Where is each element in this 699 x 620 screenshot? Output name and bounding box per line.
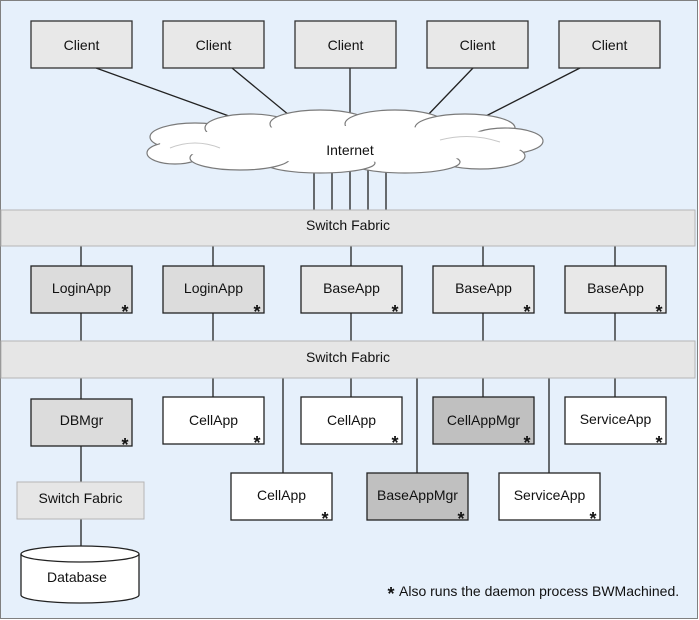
baseappmgr-box: BaseAppMgr * [366, 472, 469, 529]
daemon-marker: * [121, 435, 128, 455]
client-box: Client [294, 20, 397, 69]
client-label: Client [592, 37, 628, 53]
footnote-text: Also runs the daemon process BWMachined. [399, 583, 679, 599]
client-label: Client [196, 37, 232, 53]
baseapp-box: BaseApp * [300, 265, 403, 322]
daemon-marker: * [391, 433, 398, 453]
footnote-marker: * [387, 584, 394, 604]
daemon-marker: * [655, 302, 662, 322]
baseapp-label: BaseApp [323, 280, 380, 296]
baseapp-label: BaseApp [455, 280, 512, 296]
daemon-marker: * [589, 509, 596, 529]
cellapp-label: CellApp [257, 487, 306, 503]
cellapp-box: CellApp * [162, 396, 265, 453]
cellapp-box: CellApp * [230, 472, 333, 529]
client-row: Client Client Client Client Client [30, 20, 661, 69]
client-box: Client [558, 20, 661, 69]
loginapp-label: LoginApp [184, 280, 243, 296]
client-box: Client [30, 20, 133, 69]
cellapp-box: CellApp * [300, 396, 403, 453]
client-label: Client [64, 37, 100, 53]
serviceapp-label: ServiceApp [580, 411, 652, 427]
daemon-marker: * [391, 302, 398, 322]
daemon-marker: * [523, 302, 530, 322]
dbmgr-box: DBMgr * [30, 398, 133, 455]
daemon-marker: * [523, 433, 530, 453]
client-label: Client [460, 37, 496, 53]
serviceapp-label: ServiceApp [514, 487, 586, 503]
internet-cloud: Internet [146, 109, 544, 174]
cellappmgr-label: CellAppMgr [447, 412, 520, 428]
cellappmgr-box: CellAppMgr * [432, 396, 535, 453]
baseapp-box: BaseApp * [564, 265, 667, 322]
daemon-marker: * [253, 433, 260, 453]
loginapp-box: LoginApp * [30, 265, 133, 322]
internet-label: Internet [326, 142, 374, 158]
daemon-marker: * [321, 509, 328, 529]
cellapp-label: CellApp [327, 412, 376, 428]
switch-fabric-middle: Switch Fabric [0, 340, 696, 379]
switch-fabric-top: Switch Fabric [0, 209, 696, 247]
serviceapp-box: ServiceApp * [564, 396, 667, 453]
daemon-marker: * [121, 302, 128, 322]
baseapp-box: BaseApp * [432, 265, 535, 322]
loginapp-label: LoginApp [52, 280, 111, 296]
dbmgr-label: DBMgr [60, 412, 104, 428]
switch-fabric-middle-label: Switch Fabric [306, 349, 390, 365]
daemon-marker: * [253, 302, 260, 322]
daemon-marker: * [655, 433, 662, 453]
app-row-2-lower: CellApp * BaseAppMgr * ServiceApp * [230, 472, 601, 529]
client-box: Client [162, 20, 265, 69]
client-box: Client [426, 20, 529, 69]
app-row-1: LoginApp * LoginApp * BaseApp * BaseApp … [30, 265, 667, 322]
database-label: Database [47, 569, 107, 585]
client-label: Client [328, 37, 364, 53]
loginapp-box: LoginApp * [162, 265, 265, 322]
app-row-2-upper: DBMgr * CellApp * CellApp * CellAppMgr *… [30, 396, 667, 455]
cellapp-label: CellApp [189, 412, 238, 428]
database-cylinder: Database [20, 545, 140, 604]
switch-fabric-top-label: Switch Fabric [306, 217, 390, 233]
switch-fabric-db-label: Switch Fabric [38, 490, 122, 506]
daemon-marker: * [457, 509, 464, 529]
baseapp-label: BaseApp [587, 280, 644, 296]
baseappmgr-label: BaseAppMgr [377, 487, 458, 503]
footnote: * Also runs the daemon process BWMachine… [387, 583, 679, 604]
switch-fabric-db: Switch Fabric [16, 481, 145, 520]
serviceapp-box: ServiceApp * [498, 472, 601, 529]
connectors [80, 67, 616, 548]
